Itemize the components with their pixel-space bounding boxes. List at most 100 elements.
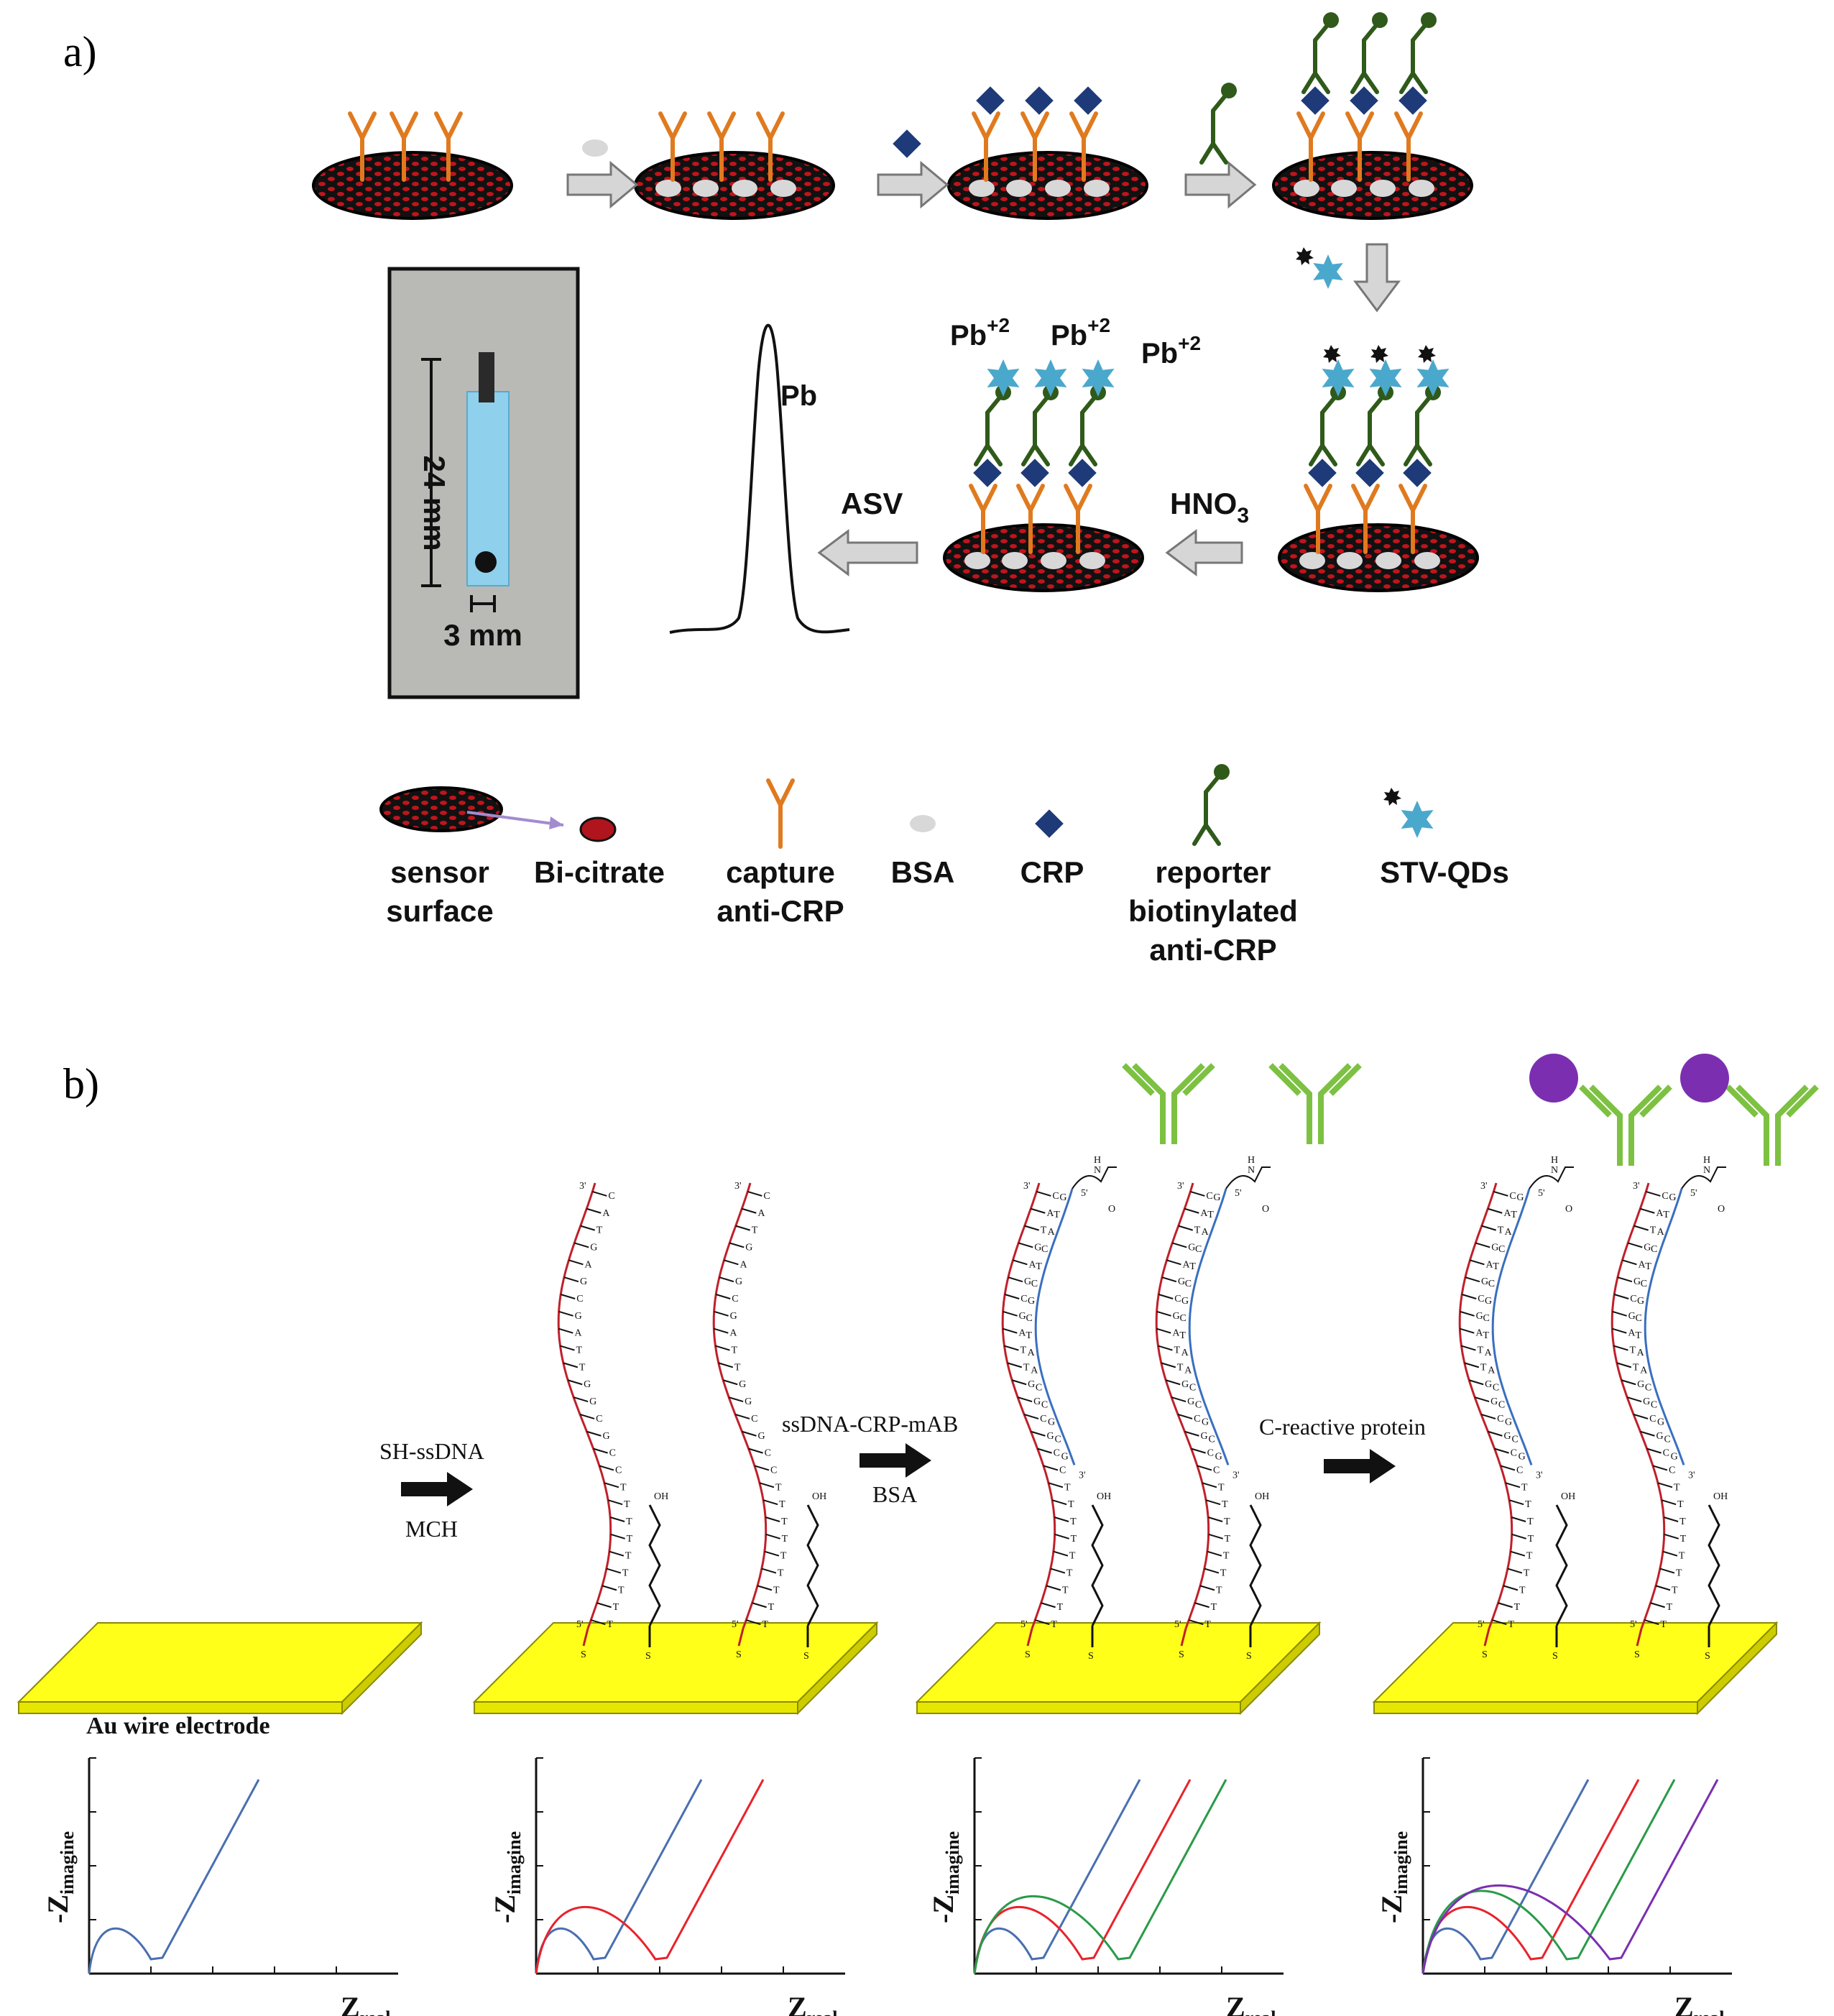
target-base: C — [1054, 1434, 1061, 1445]
target-base: A — [1640, 1365, 1648, 1376]
probe-base: G — [590, 1242, 597, 1253]
base-tick — [586, 1207, 602, 1214]
amide-linker — [1072, 1166, 1117, 1189]
base-tick — [1621, 1379, 1636, 1386]
y-label-subscript: imagine — [942, 1831, 963, 1895]
antibody-arms — [1268, 1063, 1362, 1144]
target-base: G — [1213, 1192, 1220, 1203]
probe-base: C — [1630, 1294, 1636, 1304]
reporter-antibody-link — [1033, 395, 1050, 415]
probe-base: C — [1478, 1294, 1484, 1304]
capture-antibody-arm — [768, 111, 785, 140]
target-base: G — [1485, 1296, 1492, 1307]
base-tick — [1050, 1568, 1066, 1574]
reporter-antibody — [1199, 93, 1228, 165]
mch-chain — [1249, 1504, 1262, 1626]
probe-base: A — [729, 1328, 737, 1339]
capture-antibody-arm — [434, 111, 451, 140]
crp-antigen — [1355, 459, 1384, 487]
target-base: G — [1671, 1451, 1678, 1462]
reporter-antibody — [1069, 395, 1097, 466]
capture-antibody-arm — [1358, 111, 1374, 140]
probe-base: T — [1174, 1345, 1180, 1356]
target-base: C — [1031, 1279, 1038, 1289]
quantum-dot — [1383, 788, 1401, 806]
arrow-step-2 — [877, 160, 949, 209]
capture-antibody-arm — [1033, 111, 1049, 140]
nyquist-curve-blue — [88, 1779, 260, 1974]
base-tick — [1646, 1190, 1661, 1197]
reporter-antibody-link — [1211, 93, 1228, 113]
reporter-antibody-link — [1411, 22, 1428, 42]
probe-base: A — [1200, 1208, 1208, 1219]
capture-antibody-arm — [1028, 484, 1045, 512]
base-tick — [748, 1447, 763, 1454]
probe-base: A — [1046, 1208, 1054, 1219]
thiol-linker — [582, 1628, 589, 1647]
capture-antibody-arm — [1411, 484, 1427, 512]
probe-base: C — [751, 1414, 757, 1424]
probe-base: T — [1068, 1499, 1074, 1510]
quantum-dot — [1418, 345, 1436, 363]
probe-base: G — [589, 1396, 596, 1407]
base-tick — [1461, 1294, 1477, 1299]
target-base: A — [1485, 1348, 1493, 1358]
probe-base: T — [618, 1585, 625, 1596]
base-tick — [1650, 1602, 1665, 1608]
target-base: T — [1179, 1330, 1186, 1341]
probe-base: C — [615, 1465, 622, 1476]
target-three-prime-label: 3' — [1232, 1470, 1240, 1481]
sulfur-label: S — [1552, 1651, 1558, 1662]
capture-antibody — [756, 111, 785, 182]
reporter-antibody-leg — [1399, 71, 1415, 94]
base-tick — [714, 1310, 729, 1317]
probe-base: A — [584, 1259, 592, 1270]
base-tick — [607, 1499, 623, 1506]
base-tick — [1488, 1430, 1503, 1437]
electrode-label: Au wire electrode — [86, 1713, 270, 1739]
three-prime-label: 3' — [1177, 1181, 1184, 1192]
probe-base: G — [1181, 1379, 1189, 1390]
reporter-antibody-link — [1368, 395, 1385, 415]
target-five-prime-label: 5' — [1081, 1188, 1088, 1199]
reporter-antibody-leg — [1080, 443, 1097, 466]
probe-base: G — [575, 1311, 582, 1322]
bsa-blocker — [1331, 180, 1357, 197]
probe-base: T — [1519, 1585, 1526, 1596]
probe-base: G — [1503, 1431, 1511, 1442]
step3-arrow — [1324, 1449, 1396, 1483]
target-base: A — [1202, 1227, 1209, 1238]
capture-antibody — [1351, 484, 1380, 554]
base-tick — [761, 1568, 777, 1574]
probe-base: C — [1054, 1448, 1060, 1459]
reporter-antibody-link — [1415, 395, 1432, 415]
target-base: T — [1026, 1330, 1032, 1341]
crp-antigen — [1068, 459, 1097, 487]
probe-base: G — [1643, 1396, 1650, 1407]
base-tick — [1633, 1225, 1649, 1231]
probe-base: T — [1211, 1602, 1217, 1613]
base-tick — [1659, 1568, 1675, 1574]
reporter-antibody-leg — [1404, 443, 1419, 466]
sulfur-label: S — [1705, 1651, 1710, 1662]
hydroxyl-label: OH — [1713, 1491, 1728, 1502]
probe-base: T — [1508, 1619, 1514, 1630]
capture-antibody — [390, 111, 418, 182]
base-tick — [1655, 1585, 1671, 1591]
y-label-base: -Z — [1376, 1895, 1408, 1923]
streptavidin-blob — [1034, 359, 1067, 397]
base-tick — [747, 1190, 762, 1197]
amide-linker — [1225, 1166, 1271, 1189]
assembly-sequence-middle — [943, 345, 1479, 592]
probe-base: A — [1182, 1259, 1190, 1270]
dna-structures: CATGAGCGATTGGCGCCTTTTTTTTT3'5'SCATGAGCGA… — [557, 1054, 1819, 1662]
probe-base: T — [1528, 1534, 1534, 1545]
legend-reporter-line3: anti-CRP — [1149, 933, 1276, 967]
five-prime-label: 5' — [1020, 1619, 1028, 1630]
probe-base: T — [1222, 1499, 1228, 1510]
capture-antibody-arm — [1064, 484, 1080, 512]
probe-base: A — [1485, 1259, 1493, 1270]
probe-base: A — [1503, 1208, 1511, 1219]
probe-base: A — [1018, 1328, 1026, 1339]
probe-base: A — [1638, 1259, 1646, 1270]
